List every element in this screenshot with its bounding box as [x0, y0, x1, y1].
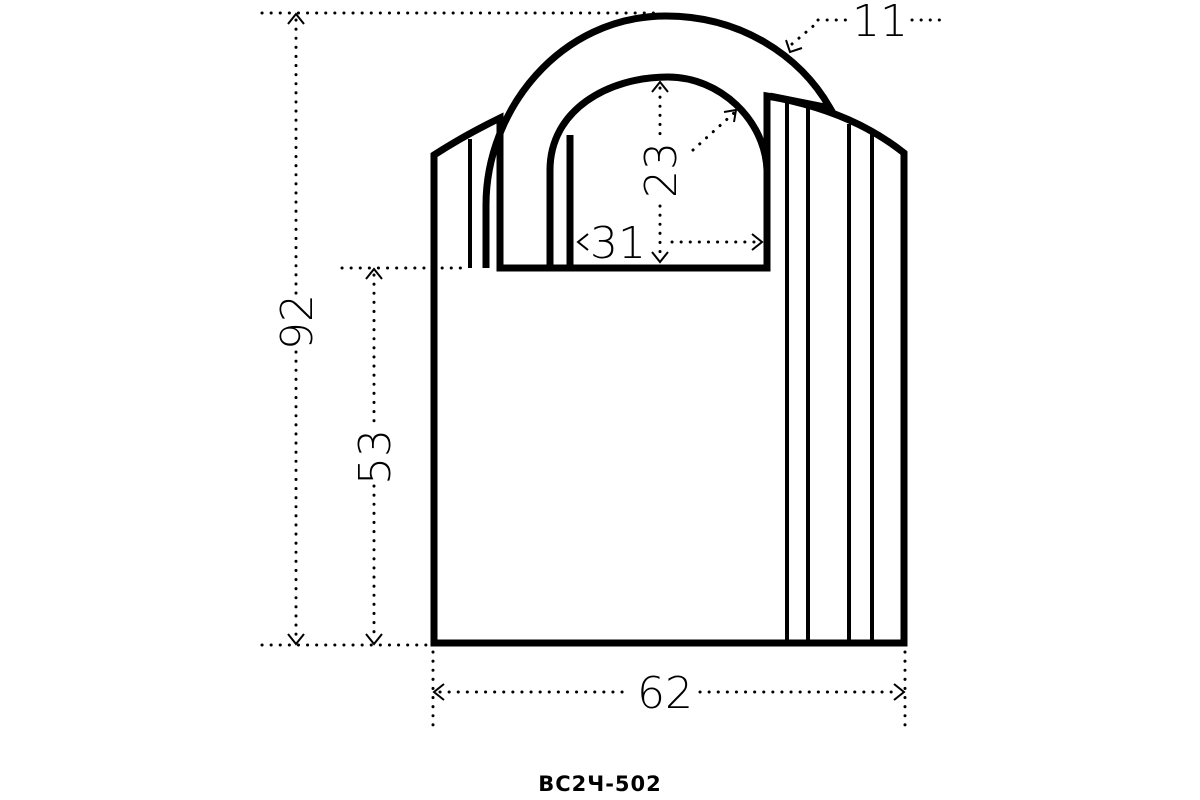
dim-label-shackle-clearance: 23 — [636, 142, 687, 198]
dimension-body-width: 62 — [431, 650, 907, 732]
dimension-shackle-clearance: 23 — [636, 80, 687, 264]
dim-label-overall-height: 92 — [272, 294, 323, 350]
body-ribs — [785, 102, 874, 643]
dim-label-shackle-inner-width: 31 — [590, 218, 646, 269]
shackle-outline — [482, 12, 837, 268]
dimension-body-height: 53 — [340, 266, 467, 646]
dim-label-body-height: 53 — [350, 429, 401, 485]
dimension-overall-height: 92 — [260, 11, 662, 647]
dimension-shackle-diameter: 11 — [691, 0, 942, 152]
dim-label-shackle-diameter: 11 — [852, 0, 908, 47]
lock-body-outline — [430, 91, 908, 647]
dimension-shackle-inner-width: 31 — [576, 218, 764, 269]
dim-label-body-width: 62 — [637, 668, 693, 719]
model-label: ВС2Ч-502 — [538, 772, 662, 796]
shackle-inner-arc — [546, 73, 771, 268]
